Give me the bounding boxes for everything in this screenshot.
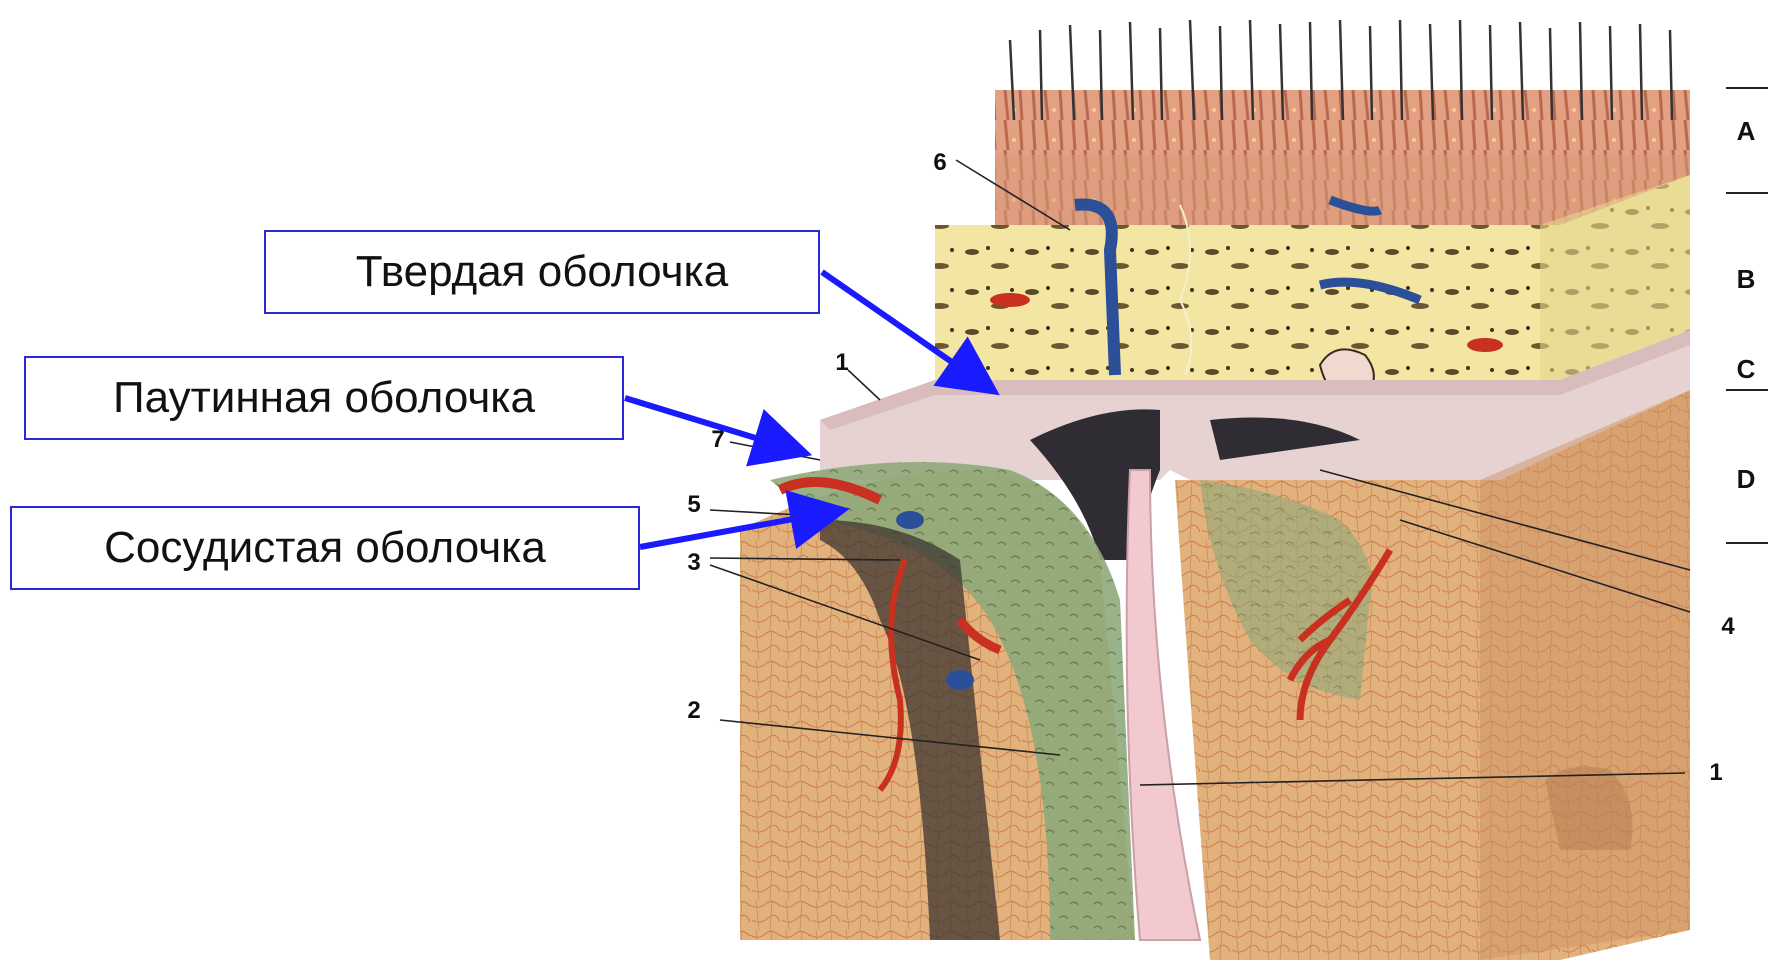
label-1-left: 1	[835, 349, 848, 376]
layer-letter-a: A	[1737, 116, 1756, 146]
arrow-arachnoid	[625, 398, 795, 450]
layer-letter-d: D	[1737, 464, 1756, 494]
callout-pia-mater: Сосудистая оболочка	[10, 506, 640, 590]
left-brain-block	[740, 462, 1135, 940]
callout-arachnoid-mater: Паутинная оболочка	[24, 356, 624, 440]
label-1-right: 1	[1709, 759, 1722, 786]
label-3: 3	[687, 549, 700, 576]
label-4: 4	[1721, 613, 1735, 640]
label-2-left: 2	[687, 697, 700, 724]
callout-dura-label: Твердая оболочка	[356, 247, 728, 297]
label-5: 5	[687, 491, 700, 518]
callout-dura-mater: Твердая оболочка	[264, 230, 820, 314]
layer-letter-b: B	[1737, 264, 1756, 294]
layer-letter-c: C	[1737, 354, 1756, 384]
label-6: 6	[933, 149, 946, 176]
callout-pia-label: Сосудистая оболочка	[104, 523, 546, 573]
callout-arachnoid-label: Паутинная оболочка	[113, 373, 535, 423]
